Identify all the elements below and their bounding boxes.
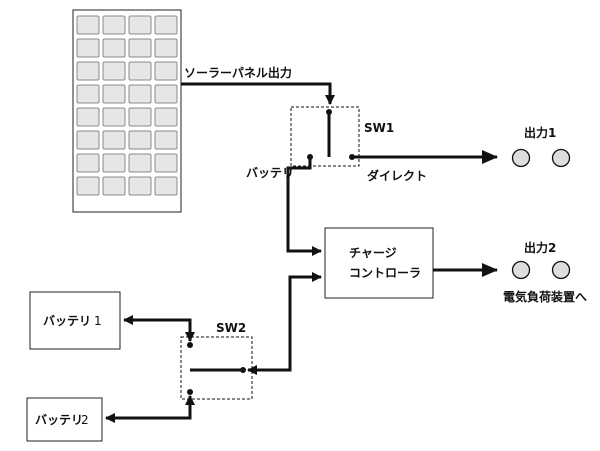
direct-label: ダイレクト: [367, 168, 427, 183]
charge-controller-label-line1: チャージ: [349, 246, 397, 260]
solar-cell: [154, 176, 178, 196]
battery2-name: バッテリ: [35, 413, 83, 427]
battery1-name: バッテリ: [43, 314, 91, 328]
output2-terminal-a: [511, 260, 531, 280]
battery-tap-wire: [286, 157, 322, 256]
solar-cell: [102, 84, 126, 104]
battery2-wire: [105, 395, 195, 423]
sw2-controller-wire: [247, 272, 322, 375]
solar-cell: [76, 38, 100, 58]
solar-cell: [154, 130, 178, 150]
charge-controller-label-line2: コントローラ: [349, 266, 421, 280]
solar-cell: [76, 153, 100, 173]
solar-cell: [154, 153, 178, 173]
battery-2: [26, 397, 103, 442]
sw2-switch: [180, 336, 253, 400]
solar-cell: [76, 61, 100, 81]
solar-cell: [102, 176, 126, 196]
battery2-number: 2: [81, 413, 89, 427]
solar-cell: [76, 84, 100, 104]
solar-cell: [154, 38, 178, 58]
output1-terminal-a: [511, 148, 531, 168]
solar-cell: [128, 153, 152, 173]
solar-cell: [128, 15, 152, 35]
output1-label: 出力1: [524, 125, 556, 140]
sw1-label: SW1: [364, 121, 394, 135]
solar-output-wire: [181, 82, 335, 105]
output2-terminal-b: [551, 260, 571, 280]
solar-cell: [128, 130, 152, 150]
sw1-switch: [290, 106, 360, 167]
solar-cells: [76, 15, 178, 196]
battery-tap-label: バッテリ: [246, 166, 294, 180]
battery-1: [29, 291, 121, 350]
battery1-number: 1: [94, 314, 102, 328]
load-note: 電気負荷装置へ: [503, 289, 587, 304]
solar-cell: [102, 61, 126, 81]
output2-label: 出力2: [524, 240, 556, 255]
solar-cell: [102, 153, 126, 173]
solar-cell: [76, 176, 100, 196]
solar-cell: [154, 15, 178, 35]
solar-cell: [128, 107, 152, 127]
solar-panel: [72, 9, 182, 213]
solar-cell: [154, 61, 178, 81]
solar-cell: [102, 38, 126, 58]
solar-cell: [102, 107, 126, 127]
solar-output-label: ソーラーパネル出力: [184, 65, 292, 80]
solar-cell: [154, 107, 178, 127]
battery1-wire: [123, 315, 195, 342]
charge-controller: [324, 227, 434, 299]
solar-cell: [102, 130, 126, 150]
solar-cell: [102, 15, 126, 35]
solar-cell: [154, 84, 178, 104]
solar-cell: [128, 176, 152, 196]
output1-terminal-b: [551, 148, 571, 168]
solar-cell: [76, 107, 100, 127]
solar-cell: [76, 15, 100, 35]
sw2-label: SW2: [216, 321, 246, 335]
solar-cell: [128, 84, 152, 104]
solar-cell: [76, 130, 100, 150]
solar-cell: [128, 38, 152, 58]
solar-cell: [128, 61, 152, 81]
